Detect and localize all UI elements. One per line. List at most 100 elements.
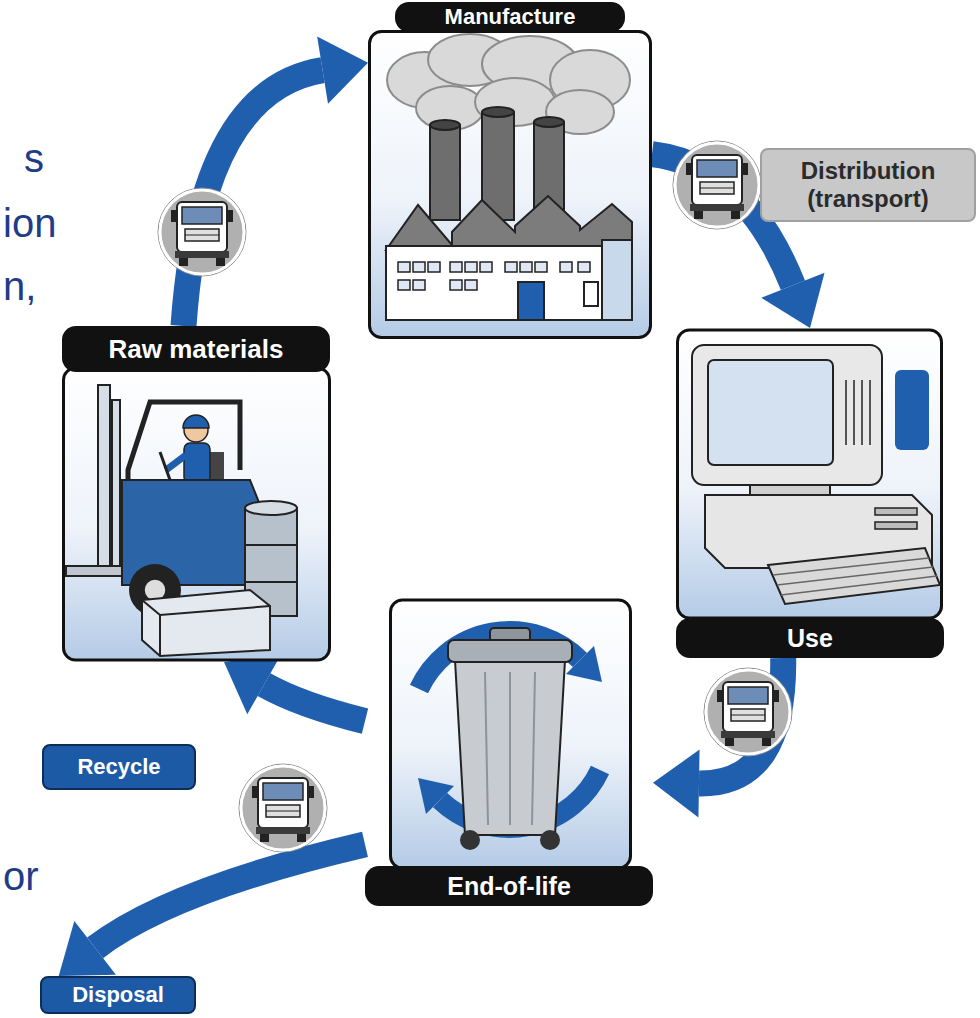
bin-picture-part-part: [532, 672, 535, 825]
factory-picture: [370, 32, 651, 338]
bin-picture-part-part: [509, 672, 511, 825]
factory-picture-part: [370, 32, 651, 338]
factory-picture-part-part: [560, 262, 572, 272]
bin-picture-part: [485, 672, 535, 825]
flow-arrow: [184, 37, 369, 326]
flow-arrow-shaft: [95, 844, 365, 947]
bin-picture: [391, 600, 631, 868]
computer-picture-part-part: [861, 380, 863, 445]
flow-arrow-head: [224, 655, 281, 714]
stage-label-tab: End-of-life: [365, 866, 653, 906]
factory-picture-part-part: [398, 262, 410, 272]
computer-picture-part: [773, 558, 937, 595]
forklift-picture-part: [142, 590, 270, 656]
slide-text-fragment: ion: [3, 203, 56, 243]
computer-picture-part-part: [773, 558, 929, 575]
factory-picture-part-part: [578, 262, 590, 272]
factory-picture-part-part: [428, 262, 440, 272]
forklift-picture-part: [184, 443, 210, 483]
forklift-picture-part: [183, 415, 209, 428]
flow-arrow-shaft: [264, 685, 365, 722]
computer-picture: [678, 330, 942, 618]
route-tag: Recycle: [42, 744, 196, 790]
factory-picture-part-part: [534, 117, 564, 127]
truck-icon: [239, 764, 327, 852]
computer-picture-part: [768, 548, 940, 604]
bin-picture-part: [391, 600, 631, 868]
forklift-picture-part: [66, 566, 130, 576]
flow-arrow-head: [761, 273, 824, 328]
factory-picture-part-part: [416, 86, 484, 130]
factory-picture-part-part: [413, 262, 425, 272]
forklift-picture-part: [166, 455, 186, 470]
computer-picture-part-part: [869, 380, 871, 445]
factory-picture-part-part: [480, 262, 492, 272]
stage-tag-text: Distribution (transport): [772, 157, 964, 212]
bin-picture-part: [460, 830, 480, 850]
bin-picture-part: [455, 660, 565, 835]
bin-picture-part: [448, 640, 572, 662]
slide-text-fragment: n,: [3, 266, 36, 306]
forklift-picture: [64, 368, 330, 660]
stage-panel: Manufacture: [368, 2, 652, 340]
forklift-picture-part: [245, 501, 297, 515]
computer-picture-part-part: [781, 576, 937, 595]
forklift-picture-part: [245, 544, 297, 546]
stage-name: Use: [787, 624, 833, 653]
factory-picture-part: [602, 240, 632, 320]
flow-arrow-head: [59, 921, 116, 976]
truck-icon: [673, 141, 761, 229]
forklift-picture-part: [142, 600, 270, 615]
truck-icon: [158, 188, 246, 276]
stage-panel: Use: [676, 328, 944, 658]
factory-picture-part: [584, 282, 598, 306]
factory-picture-part: [386, 196, 632, 250]
factory-picture-part-part: [535, 262, 547, 272]
computer-picture-part: [750, 485, 830, 495]
computer-picture-part: [846, 380, 870, 445]
slide-text-fragment: or: [3, 856, 39, 896]
factory-picture-part: [398, 262, 590, 290]
factory-picture-part-part: [465, 262, 477, 272]
computer-picture-part: [692, 345, 882, 485]
forklift-picture-part: [64, 368, 330, 660]
bin-picture-part: [418, 778, 454, 814]
route-tag: Disposal: [40, 976, 196, 1014]
factory-picture-part-part: [413, 280, 425, 290]
stage-label-tab: Raw materials: [62, 326, 330, 372]
flow-arrow-head: [653, 750, 700, 818]
factory-picture-part: [386, 246, 602, 320]
stage-name: Raw materials: [109, 334, 284, 365]
computer-picture-part-part: [845, 380, 847, 445]
route-name: Recycle: [77, 754, 160, 780]
forklift-picture-part: [245, 581, 297, 583]
flow-arrow: [59, 844, 365, 976]
factory-picture-part-part: [450, 280, 462, 290]
computer-picture-part-part: [853, 380, 855, 445]
computer-picture-part: [875, 508, 917, 515]
computer-picture-part: [875, 522, 917, 529]
computer-picture-part: [708, 360, 833, 465]
stage-label-tab: Use: [676, 618, 944, 658]
factory-picture-part-part: [520, 262, 532, 272]
truck-icon: [704, 668, 792, 756]
stage-panel: End-of-life: [365, 598, 653, 906]
stage-panel: Raw materials: [62, 326, 332, 662]
stage-tag: Distribution (transport): [760, 148, 976, 222]
factory-picture-part-part: [465, 280, 477, 290]
slide-text-fragment: s: [24, 138, 44, 178]
forklift-picture-part: [160, 452, 170, 480]
flow-arrow: [224, 655, 365, 721]
bin-picture-part-part: [485, 672, 488, 825]
factory-picture-part-part: [450, 262, 462, 272]
computer-picture-part: [678, 330, 942, 618]
stage-label-tab: Manufacture: [395, 2, 625, 32]
forklift-picture-part: [159, 615, 161, 656]
forklift-picture-part: [112, 400, 120, 575]
flow-arrow-head: [317, 37, 368, 104]
computer-picture-part: [895, 370, 929, 450]
factory-picture-part: [518, 282, 544, 320]
bin-picture-part: [540, 830, 560, 850]
factory-picture-part-part: [430, 120, 460, 130]
stage-name: Manufacture: [445, 4, 576, 30]
